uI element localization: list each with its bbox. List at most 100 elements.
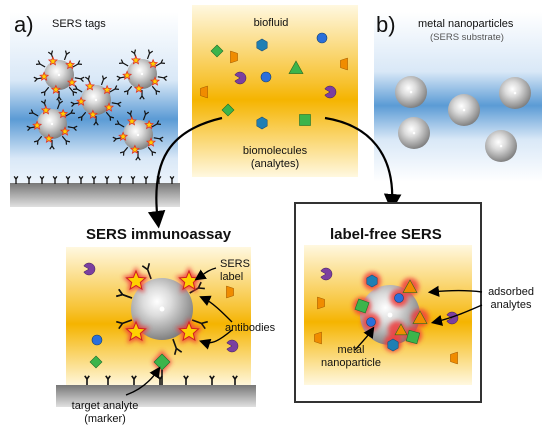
antibody-icon [72, 60, 82, 68]
analyte-diamond [89, 355, 103, 369]
antibody-icon [61, 135, 71, 145]
sers-label-line1: SERS [220, 258, 250, 270]
panel-a-letter: a) [14, 12, 34, 37]
antibody-icon [74, 76, 85, 83]
arrow-to-immunoassay [147, 116, 223, 229]
analyte-trapezoid [230, 50, 238, 64]
sers-label-star [102, 84, 113, 95]
sers-label-star [122, 70, 133, 80]
antibody-icon [93, 116, 99, 126]
sers-label-star [43, 133, 54, 143]
analyte-sphere [91, 334, 103, 346]
antibody-icon [123, 85, 133, 95]
antibody-icon [151, 120, 161, 128]
pointer-arrow [430, 304, 483, 326]
target-analyte-line1: target analyte [71, 400, 139, 412]
sers-tag [33, 50, 85, 101]
antibody-icon [63, 50, 71, 61]
sers-tag [70, 75, 122, 126]
sers-label-star [178, 320, 200, 342]
antibody-icon [56, 99, 64, 110]
antibody-icon [52, 175, 58, 184]
antibody-icon [135, 151, 141, 161]
antibody-icon [68, 86, 78, 96]
sers-label-star [118, 131, 129, 141]
antibody-icon [84, 375, 90, 385]
sers-label-star [104, 102, 114, 112]
antibody-icon [111, 101, 122, 108]
sers-label-star [146, 137, 156, 147]
pointer-arrow [427, 285, 483, 297]
sers-label-star [87, 109, 98, 119]
sers-label-star [47, 56, 58, 66]
antibody-icon [209, 375, 215, 385]
analyte-trapezoid [226, 285, 234, 299]
analyte-square [405, 329, 421, 345]
antibody-icon [49, 140, 55, 150]
analyte-sphere [366, 317, 376, 327]
sers-label-star [32, 120, 43, 130]
antibody-icon [39, 175, 45, 184]
antibody-icon [153, 136, 164, 143]
antibody-icon [29, 109, 39, 117]
antibody-icon [117, 175, 123, 184]
antibody-icon [141, 263, 152, 280]
sers-tag [26, 99, 78, 150]
biomolecules-label-line2: (analytes) [250, 157, 300, 170]
antibody-icon [65, 175, 71, 184]
biomolecules-label: biomolecules (analytes) [233, 145, 317, 170]
sers-tag [116, 49, 168, 100]
analyte-trapezoid [450, 351, 458, 365]
antibody-icon [143, 175, 149, 184]
sers-label-star [126, 116, 137, 126]
sers-label-star [84, 81, 95, 91]
antibodies-label: antibodies [225, 322, 276, 334]
antibody-icon [40, 86, 50, 96]
panel-b-nanoparticles [395, 76, 531, 162]
antibody-icon [116, 288, 133, 299]
pointer-arrow [199, 295, 233, 323]
antibody-icon [105, 375, 111, 385]
antibody-icon [67, 125, 78, 132]
antibody-icon [155, 59, 165, 67]
sers-label-star [144, 119, 155, 130]
sers-tags-label: SERS tags [52, 18, 106, 30]
analyte-trapezoid [314, 331, 322, 345]
target-analyte-line2: (marker) [84, 412, 126, 425]
antibody-icon [33, 135, 43, 145]
analyte-hexagon [256, 38, 268, 52]
analyte-square [299, 114, 311, 126]
antibody-icon [142, 110, 150, 121]
sers-tags-group [26, 49, 168, 161]
analyte-triangle [412, 310, 428, 324]
label-free-title: label-free SERS [330, 226, 442, 243]
antibody-icon [119, 146, 129, 156]
analyte-crescent [320, 267, 333, 281]
antibody-icon [36, 60, 46, 68]
sers-label-star [130, 55, 141, 65]
sers-label-star [39, 71, 50, 81]
sers-substrate-label: (SERS substrate) [430, 32, 504, 43]
antibody-icon [65, 109, 75, 117]
analyte-hexagon [387, 338, 399, 352]
antibody-icon [104, 175, 110, 184]
sers-label-star [76, 96, 87, 106]
antibody-icon [78, 175, 84, 184]
analyte-sphere [260, 71, 272, 83]
analyte-crescent [226, 339, 239, 353]
label-free-scene [314, 267, 459, 365]
antibody-icon [13, 175, 19, 184]
sers-label-star [60, 126, 70, 136]
analyte-crescent [83, 262, 96, 276]
sers-label-star [125, 320, 147, 342]
antibody-icon [191, 319, 208, 330]
analyte-sphere [316, 32, 328, 44]
adsorbed-analytes-label: adsorbed analytes [476, 286, 546, 311]
sers-tag [112, 110, 164, 161]
immunoassay-title: SERS immunoassay [86, 226, 232, 243]
analyte-triangle [288, 60, 304, 74]
analyte-hexagon [366, 274, 378, 288]
sers-label-star [50, 84, 61, 94]
metal-nanoparticle-label: metal nanoparticle [311, 344, 391, 369]
